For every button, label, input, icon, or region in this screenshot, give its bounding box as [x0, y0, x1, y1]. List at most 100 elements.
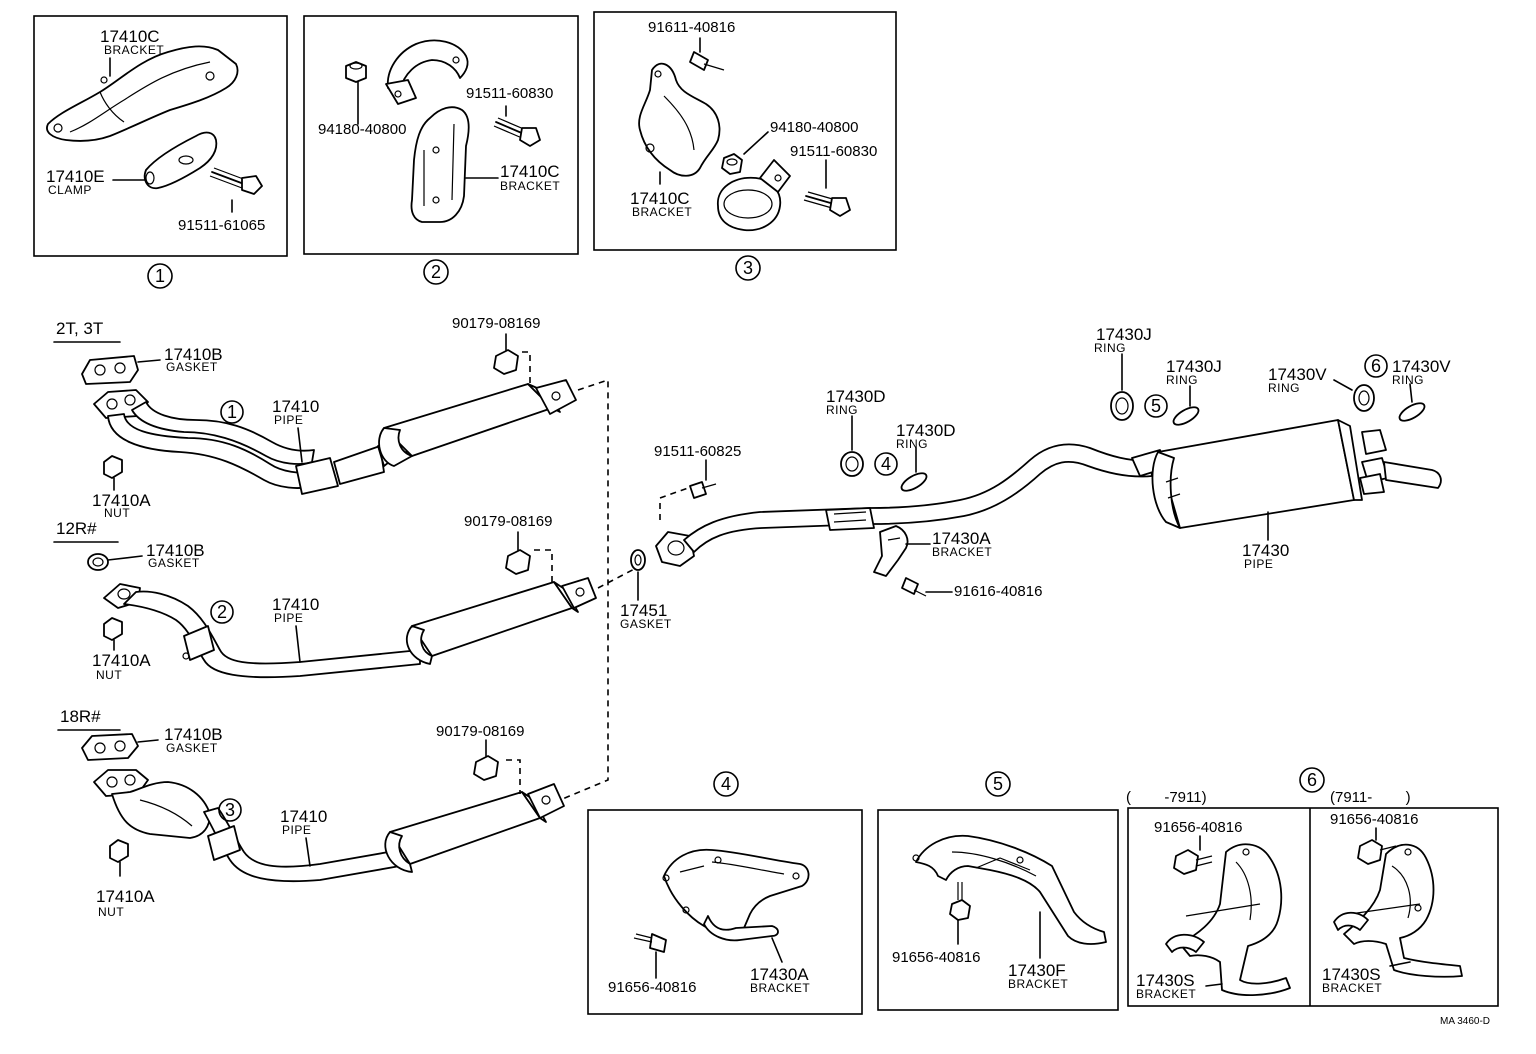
- inset-6-left-bracket-pn: 17430S: [1136, 971, 1195, 990]
- tail-ring-d1-pn: 17430D: [826, 387, 886, 406]
- tail-callout-6: 6: [1371, 356, 1381, 376]
- tail-ring-v2-pn: 17430V: [1392, 357, 1451, 376]
- inset-3-bolt-pn: 91511-60830: [790, 143, 877, 160]
- front-gasket-name: GASKET: [166, 360, 218, 374]
- tail-pipe-name: PIPE: [1244, 557, 1273, 571]
- clamp-17410e-shape: [143, 131, 218, 190]
- inset-6-range-left: ( -7911): [1126, 789, 1207, 806]
- ring-17430v-1: [1353, 384, 1375, 412]
- diagram-ref: MA 3460-D: [1440, 1016, 1490, 1027]
- bracket-17410c-inset-2-shape: [410, 106, 470, 223]
- front-callout-1: 1: [227, 402, 237, 422]
- tail-callout-4: 4: [881, 454, 891, 474]
- inset-2: 94180-40800 91511-60830 17410C BRACKET 2: [303, 15, 579, 285]
- inset-4-frame: [587, 809, 863, 1015]
- engine-variant-label: 2T, 3T: [56, 319, 103, 338]
- engine-variant-label: 18R#: [60, 707, 101, 726]
- joint-bolt-pn: 91511-60825: [654, 443, 741, 460]
- bracket-17430a-inset-4: [663, 848, 810, 934]
- joint-gasket-name: GASKET: [620, 617, 672, 631]
- ring-17430d-2: [900, 472, 928, 492]
- front-variant-12r: 12R# 17410B GASKET 90179-08169 17410A NU…: [53, 513, 597, 682]
- inset-2-bracket-name: BRACKET: [500, 179, 560, 193]
- inset-6-frame: [1127, 807, 1499, 1007]
- inset-3-bracket-name: BRACKET: [632, 205, 692, 219]
- inset-4-number: 4: [721, 774, 731, 794]
- inset-6-left-bolt-pn: 91656-40816: [1154, 819, 1242, 836]
- tail-ring-d1-name: RING: [826, 403, 858, 417]
- inset-1-bracket-pn: 17410C: [100, 27, 160, 46]
- inset-6-right-bracket-name: BRACKET: [1322, 981, 1382, 995]
- tail-bracket-a-name: BRACKET: [932, 545, 992, 559]
- inset-6-right-bracket-pn: 17430S: [1322, 965, 1381, 984]
- front-callout-3: 3: [225, 800, 235, 820]
- inset-5: 5 91656-40816 17430F BRACKET: [877, 771, 1119, 1011]
- tail-bolt-pn: 91616-40816: [954, 583, 1042, 600]
- inset-3-bracket-pn: 17410C: [630, 189, 690, 208]
- front-pipe-pn: 17410: [280, 807, 327, 826]
- tail-ring-v2-name: RING: [1392, 373, 1424, 387]
- joint-parts: 17451 GASKET 91511-60825: [620, 443, 741, 631]
- tail-ring-v1-pn: 17430V: [1268, 365, 1327, 384]
- bolt-91511-61065-head: [241, 175, 263, 195]
- inset-5-frame: [877, 809, 1119, 1011]
- front-muffler-2: [411, 581, 573, 657]
- front-nut-name: NUT: [96, 668, 122, 682]
- inset-2-bolt-pn: 91511-60830: [466, 85, 553, 102]
- gasket-17410b-shape: [81, 355, 139, 385]
- clamp-inset-3-shape: [717, 176, 782, 232]
- ring-17430j-1: [1110, 391, 1134, 421]
- inset-2-frame: [303, 15, 579, 255]
- tail-pipe-17430-shape: [683, 443, 1153, 553]
- tail-ring-j2-pn: 17430J: [1166, 357, 1222, 376]
- inset-1-clamp-pn: 17410E: [46, 167, 105, 186]
- rear-muffler-shape: [1157, 419, 1355, 529]
- bracket-17410c-inset-3-shape: [638, 62, 721, 177]
- tail-pipe-pn: 17430: [1242, 541, 1289, 560]
- ring-17430j-2: [1172, 406, 1200, 426]
- front-gasket-pn: 17410B: [164, 345, 223, 364]
- connection-dash-main: [559, 378, 609, 801]
- front-muffler-1: [383, 383, 553, 457]
- inset-5-bolt-pn: 91656-40816: [892, 949, 980, 966]
- inset-1-bracket-name: BRACKET: [104, 43, 164, 57]
- bracket-17430s-right: [1343, 843, 1463, 978]
- bracket-17430f-inset-5: [915, 834, 1107, 945]
- gasket-17451-shape: [630, 549, 646, 571]
- inset-1-frame: [33, 15, 288, 257]
- tail-ring-j1-pn: 17430J: [1096, 325, 1152, 344]
- front-stud-nut-pn: 90179-08169: [464, 513, 552, 530]
- tail-ring-d2-name: RING: [896, 437, 928, 451]
- inset-1: 17410C BRACKET 17410E CLAMP 91511-61065 …: [33, 15, 288, 289]
- clamp-inset-2-shape: [386, 39, 469, 91]
- inset-3-bolt-top-pn: 91611-40816: [648, 19, 735, 36]
- inset-2-number: 2: [431, 262, 441, 282]
- front-pipe-pn: 17410: [272, 595, 319, 614]
- tail-callout-5: 5: [1151, 396, 1161, 416]
- inset-6-number: 6: [1307, 770, 1317, 790]
- front-variant-2t-3t: 2T, 3T 17410B GASKET 90179-08169 1: [53, 315, 577, 520]
- connection-dash-gasket: [597, 565, 641, 589]
- tail-ring-d2-pn: 17430D: [896, 421, 956, 440]
- front-gasket-name: GASKET: [166, 741, 218, 755]
- front-pipe-name: PIPE: [282, 823, 311, 837]
- inset-5-bracket-name: BRACKET: [1008, 977, 1068, 991]
- inset-5-number-circle: [985, 771, 1011, 797]
- nut-94180-40800-shape: [345, 61, 367, 83]
- joint-gasket-pn: 17451: [620, 601, 667, 620]
- front-nut-name: NUT: [98, 905, 124, 919]
- inset-1-clamp-name: CLAMP: [48, 183, 92, 197]
- front-nut-pn: 17410A: [96, 887, 155, 906]
- inset-6-right-bolt-pn: 91656-40816: [1330, 811, 1418, 828]
- front-gasket-name: GASKET: [148, 556, 200, 570]
- bracket-17410c-shape: [46, 45, 239, 142]
- front-pipe-name: PIPE: [274, 611, 303, 625]
- inset-6-left-bracket-name: BRACKET: [1136, 987, 1196, 1001]
- inset-1-number-circle: [147, 263, 173, 289]
- inset-4-bolt-pn: 91656-40816: [608, 979, 696, 996]
- front-stud-nut-pn: 90179-08169: [436, 723, 524, 740]
- front-pipe-name: PIPE: [274, 413, 303, 427]
- inset-3: 91611-40816 94180-40800 91511-60830 1741…: [593, 11, 897, 281]
- tail-pipe-assembly: 17430A BRACKET 91616-40816 17430D RING 4…: [655, 325, 1451, 600]
